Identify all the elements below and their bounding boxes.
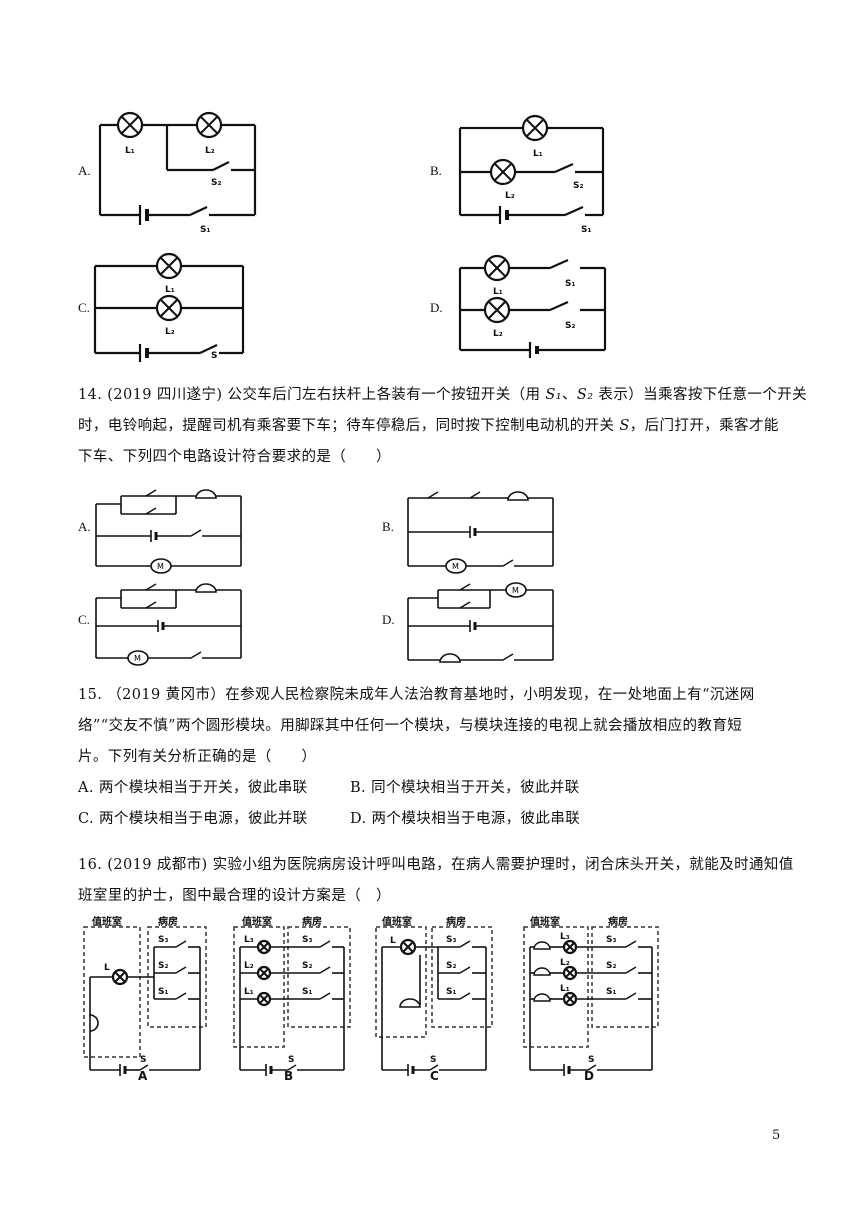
q16a-s2-label: S₂ <box>158 961 168 971</box>
page-number: 5 <box>772 1128 781 1143</box>
q16a-duty-room: 值班室 <box>92 915 122 928</box>
q16a-s-label: S <box>140 1055 146 1065</box>
q13b-l2-label: L₂ <box>505 191 515 201</box>
q16d-l2-label: L₂ <box>560 958 570 968</box>
q13c-s-label: S <box>211 351 217 361</box>
q16c-duty-room: 值班室 <box>382 915 412 928</box>
q13-option-a-label: A. <box>78 163 91 178</box>
q16-circuit-c: 值班室 病房 L S₃ S₂ S₁ S <box>375 915 493 1076</box>
q16b-l2-label: L₂ <box>244 961 254 971</box>
q13a-l1-label: L₁ <box>125 146 135 156</box>
q16-circuit-b: 值班室 病房 L₃ L₂ L₁ S₃ S₂ S₁ S <box>233 915 351 1076</box>
q16b-s2-label: S₂ <box>302 961 312 971</box>
q14d-motor-label: M <box>512 586 519 595</box>
q13c-l1-label: L₁ <box>165 285 175 295</box>
q14-line-1: 14. (2019 四川遂宁) 公交车后门左右扶杆上各装有一个按钮开关（用 S₁… <box>78 380 807 410</box>
q16c-s-label: S <box>430 1055 436 1065</box>
q14b-motor-label: M <box>452 562 459 571</box>
q16b-s-label: S <box>288 1055 294 1065</box>
q13-circuit-c: L₁ L₂ S <box>93 252 245 362</box>
q15-line-2: 络”“交友不慎”两个圆形模块。用脚踩其中任何一个模块，与模块连接的电视上就会播放… <box>78 718 743 734</box>
q13-option-c-label: C. <box>78 300 90 315</box>
q13a-s2-label: S₂ <box>211 178 221 188</box>
q16d-duty-room: 值班室 <box>530 915 560 928</box>
q13-option-d-label: D. <box>430 300 443 315</box>
q16a-l-label: L <box>104 963 110 973</box>
q16c-l-label: L <box>390 936 396 946</box>
q14-s2: S₂ <box>576 387 594 403</box>
q14-option-b-label: B. <box>382 519 394 534</box>
q16a-ward: 病房 <box>158 915 178 928</box>
q13d-s1-label: S₁ <box>565 279 575 289</box>
q16a-s3-label: S₃ <box>158 935 168 945</box>
q16d-l3-label: L₃ <box>560 932 570 942</box>
q14-s: S <box>619 418 630 434</box>
q16d-ward: 病房 <box>608 915 628 928</box>
q16b-l3-label: L₃ <box>244 935 254 945</box>
q13-circuit-b: L₁ L₂ S₂ S₁ <box>458 114 605 235</box>
q14-circuit-b: M <box>407 491 554 574</box>
q14-circuit-a: M <box>95 489 242 574</box>
q16b-l1-label: L₁ <box>244 987 254 997</box>
q14-option-c-label: C. <box>78 612 90 627</box>
q14-line2-post: ，后门打开，乘客才能 <box>629 418 779 434</box>
q14-line-2: 时，电铃响起，提醒司机有乘客要下车；待车停稳后，同时按下控制电动机的开关 S，后… <box>78 411 779 441</box>
q16-line-2: 班室里的护士，图中最合理的设计方案是（ ） <box>78 888 391 904</box>
q16d-l1-label: L₁ <box>560 984 570 994</box>
q13-option-b-label: B. <box>430 163 442 178</box>
q16b-ward: 病房 <box>302 915 322 928</box>
q16c-s3-label: S₃ <box>446 935 456 945</box>
q13d-l1-label: L₁ <box>493 287 503 297</box>
q14a-motor-label: M <box>157 562 164 571</box>
q16b-duty-room: 值班室 <box>242 915 272 928</box>
q14-option-a-label: A. <box>78 519 91 534</box>
q16-caption-a: A <box>138 1069 148 1083</box>
q13b-s2-label: S₂ <box>573 181 583 191</box>
q16c-s2-label: S₂ <box>446 961 456 971</box>
q13d-l2-label: L₂ <box>493 329 503 339</box>
q15-option-a: A. 两个模块相当于开关，彼此串联 <box>78 780 308 796</box>
q16-circuit-a: 值班室 病房 L S₃ S₂ S₁ S <box>83 915 207 1076</box>
q13b-s1-label: S₁ <box>581 225 591 235</box>
q14-line2-pre: 时，电铃响起，提醒司机有乘客要下车；待车停稳后，同时按下控制电动机的开关 <box>78 418 620 434</box>
q13b-l1-label: L₁ <box>533 149 543 159</box>
q14-circuit-d: M <box>407 582 554 663</box>
q14c-motor-label: M <box>134 654 141 663</box>
q14-line1-post: 表示）当乘客按下任意一个开关 <box>593 387 808 403</box>
q15-option-b: B. 同个模块相当于开关，彼此并联 <box>350 780 580 796</box>
q13a-l2-label: L₂ <box>205 146 215 156</box>
q16-line-1: 16. (2019 成都市) 实验小组为医院病房设计呼叫电路，在病人需要护理时，… <box>78 857 794 873</box>
q13-circuit-d: L₁ L₂ S₁ S₂ <box>458 254 607 358</box>
q15-option-c: C. 两个模块相当于电源，彼此并联 <box>78 811 308 827</box>
q15-option-d: D. 两个模块相当于电源，彼此串联 <box>350 811 581 827</box>
q16d-s2-label: S₂ <box>606 961 616 971</box>
q13d-s2-label: S₂ <box>565 321 575 331</box>
q16-caption-c: C <box>430 1069 439 1083</box>
q16c-s1-label: S₁ <box>446 987 456 997</box>
q16-circuit-d: 值班室 病房 L₃ L₂ L₁ S₃ S₂ S₁ S <box>523 915 659 1076</box>
q13-circuit-a: L₁ L₂ S₂ S₁ <box>98 111 257 235</box>
q14-circuit-c: M <box>95 583 242 666</box>
q16c-ward: 病房 <box>446 915 466 928</box>
q16-caption-b: B <box>284 1069 294 1083</box>
q15-line-1: 15. （2019 黄冈市）在参观人民检察院未成年人法治教育基地时，小明发现，在… <box>78 687 755 703</box>
q16d-s-label: S <box>588 1055 594 1065</box>
q14-option-d-label: D. <box>382 612 395 627</box>
q16-caption-d: D <box>584 1069 594 1083</box>
q14-sep: 、 <box>561 387 577 403</box>
q14-line1-pre: 14. (2019 四川遂宁) 公交车后门左右扶杆上各装有一个按钮开关（用 <box>78 387 546 403</box>
q14-line-3: 下车、下列四个电路设计符合要求的是（ ） <box>78 449 391 465</box>
q16b-s3-label: S₃ <box>302 935 312 945</box>
q13a-s1-label: S₁ <box>200 225 210 235</box>
q15-line-3: 片。下列有关分析正确的是（ ） <box>78 749 317 765</box>
q16b-s1-label: S₁ <box>302 987 312 997</box>
q14-s1: S₁ <box>545 387 562 403</box>
q16d-s1-label: S₁ <box>606 987 616 997</box>
q16d-s3-label: S₃ <box>606 935 616 945</box>
q13c-l2-label: L₂ <box>165 327 175 337</box>
q16a-s1-label: S₁ <box>158 987 168 997</box>
